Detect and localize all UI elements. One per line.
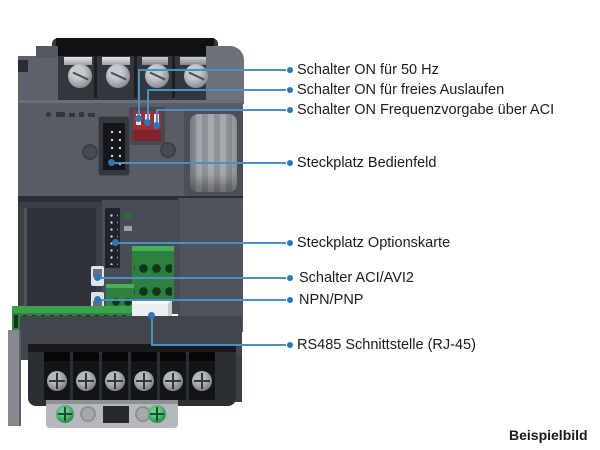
callout-line-bedienfeld	[112, 162, 286, 164]
top-terminal-screw	[68, 64, 92, 88]
callout-label-rs485: RS485 Schnittstelle (RJ-45)	[297, 337, 476, 353]
terminal-clamp-plate	[102, 57, 130, 65]
callout-anchor-dot	[94, 274, 101, 281]
panel-marking	[46, 112, 51, 117]
callout-anchor-dot	[108, 159, 115, 166]
mounting-hole	[80, 406, 96, 422]
aci-avi2-switch-slot	[93, 269, 102, 277]
bottom-terminal-screw	[105, 371, 125, 391]
callout-label-optionskarte: Steckplatz Optionskarte	[297, 235, 451, 251]
top-right-wing	[206, 46, 244, 104]
panel-marking	[79, 112, 84, 117]
terminal-clamp-plate	[142, 57, 168, 65]
callout-label-bedienfeld: Steckplatz Bedienfeld	[297, 155, 437, 171]
callout-line-optionskarte	[116, 242, 286, 244]
panel-boss	[82, 144, 98, 160]
npn-pnp-switch-slot	[93, 301, 102, 309]
top-terminal-screw	[106, 64, 130, 88]
callout-label-frequenzvorgabe: Schalter ON Frequenzvorgabe über ACI	[297, 102, 555, 118]
callout-line-50hz	[138, 69, 286, 71]
terminal-divider	[172, 56, 175, 98]
callout-bullet	[287, 87, 293, 93]
callout-bullet	[287, 240, 293, 246]
mounting-screw-green	[148, 405, 166, 423]
panel-marking	[56, 112, 65, 117]
top-terminal-screw	[145, 64, 169, 88]
callout-line-aci	[156, 110, 158, 126]
callout-bullet	[287, 342, 293, 348]
callout-line-rs485	[151, 315, 153, 346]
callout-bullet	[287, 297, 293, 303]
bottom-terminal-screw	[76, 371, 96, 391]
top-left-notch	[18, 60, 28, 72]
left-flange	[8, 330, 21, 426]
example-image-caption: Beispielbild	[509, 427, 588, 443]
panel-boss	[160, 142, 176, 158]
callout-line-aci-avi2	[98, 277, 286, 279]
terminal-clamp-plate	[64, 57, 92, 65]
panel-step-shadow	[18, 196, 243, 202]
callout-anchor-dot	[94, 296, 101, 303]
callout-label-aci-avi2: Schalter ACI/AVI2	[299, 270, 414, 286]
panel-marking	[69, 113, 75, 117]
callout-anchor-dot	[135, 115, 142, 122]
callout-line-auslaufen	[147, 90, 149, 122]
terminal-divider	[94, 56, 97, 98]
terminal-divider	[134, 56, 137, 98]
callout-anchor-dot	[148, 312, 155, 319]
capacitor-cylinder	[190, 114, 237, 192]
callout-line-50hz	[138, 70, 140, 118]
keypad-connector-pins	[107, 127, 121, 166]
bottom-terminal-screw	[134, 371, 154, 391]
bottom-terminal-screw	[192, 371, 212, 391]
dip-switch-lower-band	[133, 130, 161, 141]
callout-line-auslaufen	[147, 89, 286, 91]
terminal-clamp-plate	[180, 57, 206, 65]
callout-line-rs485	[151, 344, 286, 346]
callout-bullet	[287, 160, 293, 166]
lower-right-panel	[178, 198, 243, 332]
bottom-terminal-screw	[47, 371, 67, 391]
pcb-part	[124, 214, 132, 219]
mounting-screw-green	[56, 405, 74, 423]
mounting-plate-slot	[103, 406, 129, 423]
callout-bullet	[287, 67, 293, 73]
panel-marking	[88, 113, 95, 117]
callout-anchor-dot	[144, 119, 151, 126]
callout-line-npn-pnp	[98, 299, 286, 301]
callout-label-npn-pnp: NPN/PNP	[299, 292, 364, 308]
top-left-step	[36, 46, 58, 58]
callout-anchor-dot	[153, 122, 160, 129]
callout-bullet	[287, 107, 293, 113]
top-terminal-screw	[184, 64, 208, 88]
callout-label-50hz: Schalter ON für 50 Hz	[297, 62, 439, 78]
callout-anchor-dot	[112, 239, 119, 246]
callout-label-auslaufen: Schalter ON für freies Auslaufen	[297, 82, 505, 98]
bottom-terminal-screw	[163, 371, 183, 391]
top-terminal-black-strip	[56, 38, 214, 56]
callout-bullet	[287, 275, 293, 281]
left-recessed-inner	[24, 208, 96, 306]
callout-line-aci	[156, 109, 286, 111]
option-card-pins	[107, 211, 118, 265]
pcb-part	[124, 226, 132, 231]
green-terminal-large-holes	[134, 253, 172, 299]
